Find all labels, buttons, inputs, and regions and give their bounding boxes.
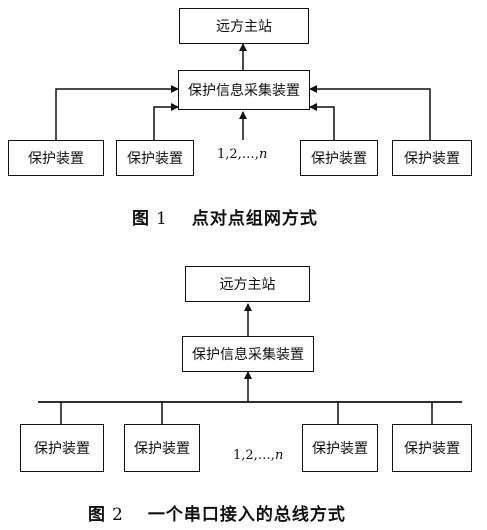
fig1-master-station-label: 远方主站 bbox=[216, 19, 272, 35]
fig1-collector-box: 保护信息采集装置 bbox=[178, 70, 310, 110]
fig2-device-label-4: 保护装置 bbox=[404, 441, 460, 457]
fig1-master-station-box: 远方主站 bbox=[179, 8, 309, 44]
fig1-device-box-1: 保护装置 bbox=[8, 140, 104, 176]
fig1-device-label-3: 保护装置 bbox=[311, 151, 367, 167]
fig2-device-box-4: 保护装置 bbox=[392, 424, 472, 472]
fig1-device-label-2: 保护装置 bbox=[127, 151, 183, 167]
fig1-sequence-label: 1,2,…,n bbox=[217, 147, 268, 162]
fig2-master-station-label: 远方主站 bbox=[219, 277, 276, 293]
fig1-link-device-1 bbox=[55, 85, 179, 140]
fig2-device-box-2: 保护装置 bbox=[124, 424, 200, 472]
fig1-device-box-3: 保护装置 bbox=[300, 140, 378, 176]
fig1-device-box-4: 保护装置 bbox=[392, 140, 472, 176]
fig1-link-device-2 bbox=[153, 103, 179, 140]
fig1-link-device-4 bbox=[309, 85, 431, 140]
fig1-device-box-2: 保护装置 bbox=[116, 140, 194, 176]
fig2-device-box-3: 保护装置 bbox=[302, 424, 378, 472]
fig1-device-label-4: 保护装置 bbox=[404, 151, 460, 167]
fig1-collector-label: 保护信息采集装置 bbox=[188, 83, 300, 99]
fig2-sequence-label: 1,2,…,n bbox=[233, 448, 284, 463]
fig2-device-label-1: 保护装置 bbox=[34, 441, 90, 457]
fig2-collector-box: 保护信息采集装置 bbox=[182, 336, 314, 372]
fig2-master-station-box: 远方主站 bbox=[185, 266, 310, 302]
fig2-device-label-3: 保护装置 bbox=[312, 441, 368, 457]
fig2-device-label-2: 保护装置 bbox=[134, 441, 190, 457]
fig2-device-box-1: 保护装置 bbox=[20, 424, 104, 472]
fig1-link-device-3 bbox=[309, 103, 335, 140]
fig1-device-label-1: 保护装置 bbox=[28, 151, 84, 167]
fig2-collector-label: 保护信息采集装置 bbox=[192, 347, 304, 363]
